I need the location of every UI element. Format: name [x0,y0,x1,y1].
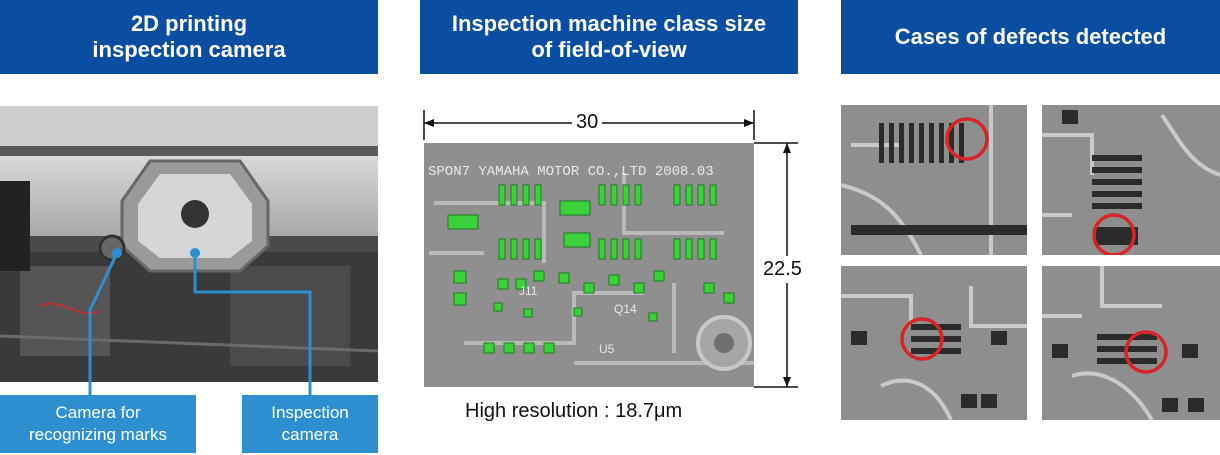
defect-image-3 [841,266,1027,420]
header-fov-line1: Inspection machine class size [451,11,767,36]
defect-highlight-circle [945,117,989,161]
header-camera-line1: 2D printing [130,11,248,36]
label-marks-line1: Camera for [55,403,141,422]
label-recognizing-marks-camera: Camera for recognizing marks [0,395,196,453]
defect-image-2 [1042,105,1220,255]
defect-image-4 [1042,266,1220,420]
pcb-label-j11: J11 [519,284,538,298]
pcb-silkscreen-text: SPON7 YAMAHA MOTOR CO.,LTD 2008.03 [428,164,714,180]
pcb-label-u5: U5 [599,342,615,356]
header-fov-line2: of field-of-view [531,37,687,62]
fov-dimension-lines [423,110,798,388]
defect-highlight-circle [1124,330,1168,374]
defect-highlight-circle [900,317,944,361]
header-defects-line1: Cases of defects detected [894,24,1167,49]
header-fov: Inspection machine class size of field-o… [420,0,798,74]
fov-width-value: 30 [572,111,603,134]
pcb-illustration: SPON7 YAMAHA MOTOR CO.,LTD 2008.03 [424,143,754,387]
fov-resolution: High resolution : 18.7μm [465,400,683,422]
pcb-label-q14: Q14 [614,302,637,316]
fov-pcb-image: SPON7 YAMAHA MOTOR CO.,LTD 2008.03 [424,143,754,387]
header-defects: Cases of defects detected [841,0,1220,74]
label-inspection-camera: Inspection camera [242,395,378,453]
defect-highlight-circle [1092,213,1136,255]
defect-image-1 [841,105,1027,255]
label-inspection-line2: camera [281,425,339,444]
label-marks-line2: recognizing marks [29,425,167,444]
fov-height-value: 22.5 [763,256,802,283]
callout-lines [88,248,312,395]
header-camera-line2: inspection camera [92,37,286,62]
header-camera: 2D printing inspection camera [0,0,378,74]
camera-photo-illustration [0,106,378,382]
label-inspection-line1: Inspection [271,403,349,422]
camera-photo [0,106,378,382]
